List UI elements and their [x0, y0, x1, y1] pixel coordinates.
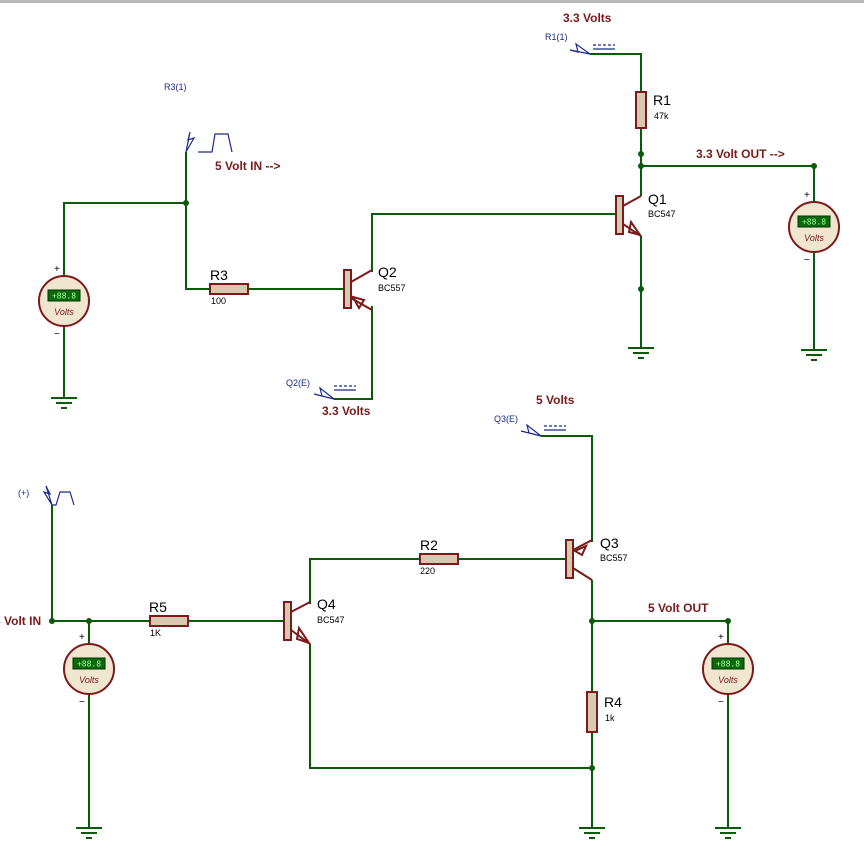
junction: [638, 163, 644, 169]
wire-q4-collector: [309, 558, 420, 604]
junction: [638, 151, 644, 157]
label-r5-value: 1K: [150, 628, 161, 638]
label-q1-value: BC547: [648, 209, 676, 219]
meter-minus: −: [54, 329, 60, 340]
label-r3-name: R3: [210, 267, 228, 283]
junction: [638, 286, 644, 292]
label-q2-name: Q2: [378, 264, 397, 280]
transistor-q1[interactable]: [615, 195, 643, 237]
label-q3-name: Q3: [600, 535, 619, 551]
wire-33-out: [641, 165, 815, 202]
label-q4-value: BC547: [317, 615, 345, 625]
wire-5v-in: [185, 152, 210, 290]
junction: [811, 163, 817, 169]
netlabel-5v-q3: 5 Volts: [536, 393, 575, 407]
transistor-q4[interactable]: [283, 601, 312, 645]
terminal-dc-source-q3e[interactable]: [520, 423, 566, 437]
meter-reading: +88.8: [52, 292, 76, 301]
terminal-label-q2e: Q2(E): [286, 378, 310, 388]
netlabel-3v3-top: 3.3 Volts: [563, 11, 612, 25]
label-q3-value: BC557: [600, 553, 628, 563]
wire-5v-out: [592, 620, 729, 644]
meter-plus: +: [718, 632, 724, 643]
meter-plus: +: [804, 190, 810, 201]
label-r5-name: R5: [149, 599, 167, 615]
terminal-dc-source-q2e[interactable]: [313, 385, 356, 400]
label-r2-value: 220: [420, 566, 435, 576]
meter-unit: Volts: [718, 675, 738, 685]
transistor-q3[interactable]: [565, 539, 593, 581]
label-r4-name: R4: [604, 694, 622, 710]
label-r4-value: 1k: [605, 713, 615, 723]
meter-reading: +88.8: [716, 660, 740, 669]
netlabel-5v-in-top: 5 Volt IN -->: [215, 159, 280, 173]
resistor-r4[interactable]: [586, 691, 598, 733]
junction: [589, 765, 595, 771]
label-q2-value: BC557: [378, 283, 406, 293]
ground-symbol-left: [51, 397, 77, 409]
terminal-dc-source-r1[interactable]: [569, 42, 615, 55]
junction: [49, 618, 55, 624]
ground-symbol-r4: [579, 827, 605, 839]
voltmeter-left[interactable]: +88.8 Volts + −: [38, 264, 90, 340]
terminal-pulse-source-5v[interactable]: [185, 131, 233, 153]
ground-symbol-br: [715, 827, 741, 839]
meter-reading: +88.8: [77, 660, 101, 669]
wire-meter-left-top: [63, 202, 186, 276]
wire-q3-emitter-feed: [541, 435, 593, 542]
label-r1-value: 47k: [654, 111, 669, 121]
wire-r1-feed: [590, 53, 642, 92]
voltmeter-bottom-left[interactable]: +88.8 Volts + −: [63, 632, 115, 708]
ground-symbol-q1: [628, 347, 654, 359]
meter-unit: Volts: [804, 233, 824, 243]
resistor-r5[interactable]: [149, 615, 189, 627]
junction: [589, 618, 595, 624]
meter-plus: +: [54, 264, 60, 275]
meter-unit: Volts: [79, 675, 99, 685]
ground-symbol-right: [801, 349, 827, 361]
junctions: [49, 151, 817, 771]
resistor-r3[interactable]: [209, 283, 249, 295]
voltmeter-top-right[interactable]: +88.8 Volts + −: [788, 190, 840, 266]
meter-minus: −: [718, 697, 724, 708]
label-r1-name: R1: [653, 92, 671, 108]
label-q1-name: Q1: [648, 191, 667, 207]
terminal-label-plus: (+): [18, 488, 29, 498]
terminal-label-r1: R1(1): [545, 32, 568, 42]
meter-reading: +88.8: [802, 218, 826, 227]
junction: [725, 618, 731, 624]
netlabel-5v-out: 5 Volt OUT: [648, 601, 709, 615]
meter-minus: −: [79, 697, 85, 708]
wire-q2-to-q1: [371, 213, 616, 272]
junction: [86, 618, 92, 624]
voltmeter-bottom-right[interactable]: +88.8 Volts + −: [702, 632, 754, 708]
terminal-label-r3: R3(1): [164, 82, 187, 92]
transistor-q2[interactable]: [343, 269, 373, 311]
wire-bottom-in: [51, 505, 150, 622]
label-r2-name: R2: [420, 537, 438, 553]
netlabel-3v-in-bottom: 3 Volt IN: [0, 614, 41, 628]
meter-unit: Volts: [54, 307, 74, 317]
meter-plus: +: [79, 632, 85, 643]
wire-q4-emitter-gnd: [309, 644, 592, 769]
netlabel-3v3-q2: 3.3 Volts: [322, 404, 371, 418]
netlabel-3v3-out: 3.3 Volt OUT -->: [696, 147, 785, 161]
wire-q2-emitter: [334, 306, 373, 400]
junction: [183, 200, 189, 206]
terminal-label-q3e: Q3(E): [494, 414, 518, 424]
meter-minus: −: [804, 255, 810, 266]
terminal-pulse-source-bottom[interactable]: [42, 485, 75, 506]
ground-symbol-bl: [76, 827, 102, 839]
resistor-r1[interactable]: [635, 91, 647, 129]
window-top-border: [0, 0, 864, 3]
label-q4-name: Q4: [317, 596, 336, 612]
resistor-r2[interactable]: [419, 553, 459, 565]
wires: [51, 53, 815, 828]
label-r3-value: 100: [211, 296, 226, 306]
